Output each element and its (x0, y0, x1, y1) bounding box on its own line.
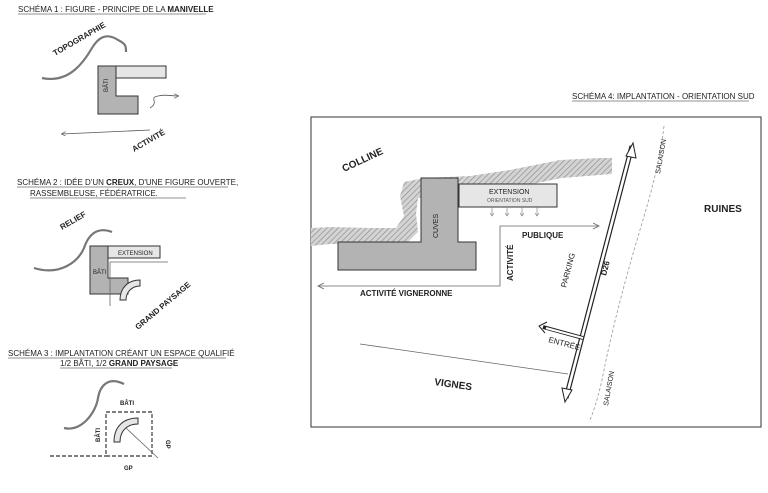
schema-2-title-line1: SCHÉMA 2 : IDÉE D'UN CREUX, D'UNE FIGURE… (17, 178, 238, 187)
schema-4: SCHÉMA 4: IMPLANTATION - ORIENTATION SUD… (310, 92, 762, 428)
d26-road (564, 145, 634, 399)
schema-2: SCHÉMA 2 : IDÉE D'UN CREUX, D'UNE FIGURE… (17, 178, 238, 332)
road-arrow-north (625, 141, 637, 159)
bati-label-2: BÂTI (93, 269, 107, 276)
bati-shape-2 (89, 245, 129, 295)
extension-label-2: EXTENSION (118, 251, 153, 257)
activity-curve (149, 95, 178, 109)
grand-paysage-label: GRAND PAYSAGE (134, 280, 193, 332)
creux-guide (109, 261, 168, 306)
schema-3-title-line2: 1/2 BÂTI, 1/2 GRAND PAYSAGE (60, 359, 179, 368)
activite-vigneronne-label: ACTIVITÉ VIGNERONNE (360, 289, 453, 298)
cuves-building (337, 177, 477, 271)
creux-arc (119, 279, 141, 301)
vignes-line (359, 343, 569, 375)
qualified-arc (113, 417, 139, 443)
relief-curve (33, 229, 113, 272)
bati-shape (97, 65, 139, 115)
activite-label: ACTIVITÉ (131, 127, 168, 153)
activity-path (318, 225, 598, 287)
topography-curve (41, 35, 128, 81)
activity-arrow (62, 129, 151, 134)
site-frame (310, 116, 762, 428)
road-arrow-south (561, 387, 573, 404)
schema-4-title: SCHÉMA 4: IMPLANTATION - ORIENTATION SUD (572, 92, 755, 101)
extension-bar (115, 65, 167, 79)
salaison-path (589, 125, 665, 421)
schema-1: SCHÉMA 1 : FIGURE - PRINCIPE DE LA MANIV… (18, 5, 214, 154)
bati-left-label: BÂTI (95, 428, 102, 442)
entree-arrowhead (538, 321, 548, 334)
schema-3-title-line1: SCHÉMA 3 : IMPLANTATION CRÉANT UN ESPACE… (8, 349, 235, 358)
extension-label: EXTENSION (489, 189, 529, 196)
ruines-label: RUINES (704, 204, 742, 215)
activite-label-4: ACTIVITÉ (506, 244, 515, 281)
colline-band (311, 158, 612, 246)
relief-label: RELIEF (59, 210, 88, 232)
vignes-label: VIGNES (434, 377, 473, 393)
diagonal-line (125, 427, 159, 459)
cuves-label: CUVES (433, 214, 440, 238)
bati-top-label: BÂTI (120, 400, 134, 407)
extension-block (458, 183, 558, 208)
gp-right-label: GP (164, 440, 170, 449)
schema-3: SCHÉMA 3 : IMPLANTATION CRÉANT UN ESPACE… (8, 349, 235, 472)
qualified-space-frame (105, 411, 153, 457)
entree-arrow (545, 327, 584, 339)
orientation-sud-label: ORIENTATION SUD (487, 198, 533, 204)
schema-1-title: SCHÉMA 1 : FIGURE - PRINCIPE DE LA MANIV… (18, 5, 214, 14)
d26-label: D26 (599, 259, 612, 276)
bati-label: BÂTI (103, 78, 110, 92)
schema-2-title-line2: RASSEMBLEUSE, FÉDÉRATRICE. (30, 189, 158, 198)
south-arrows (489, 207, 540, 217)
relief-curve-3 (63, 380, 125, 430)
gp-bottom-label: GP (124, 466, 133, 472)
publique-label: PUBLIQUE (522, 231, 564, 240)
